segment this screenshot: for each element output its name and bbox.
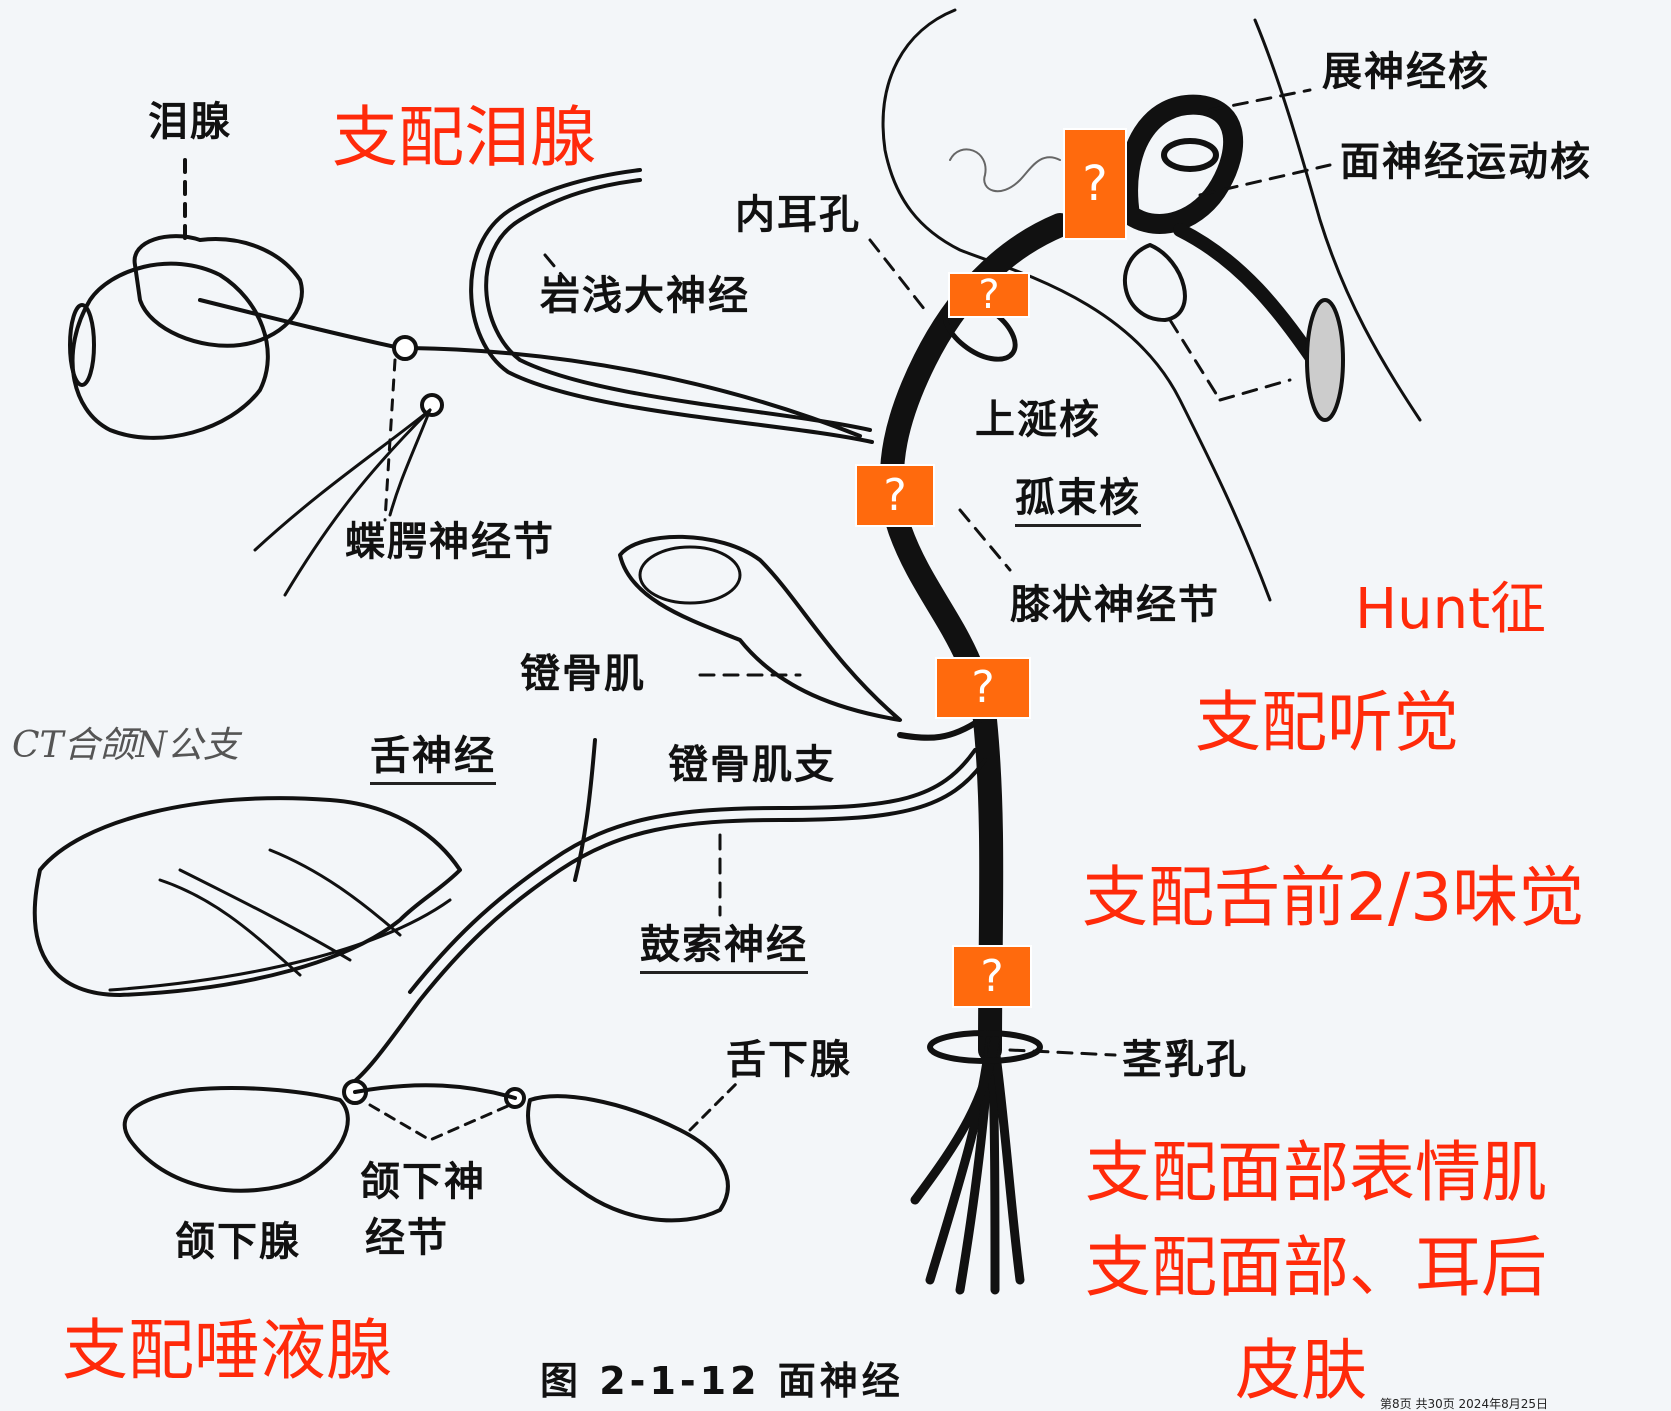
label-solitary-nucleus: 孤束核 (1015, 478, 1141, 527)
solitary-tract (1173, 223, 1327, 377)
label-abducens-nucleus: 展神经核 (1322, 49, 1490, 95)
diagram-ink (32, 8, 1422, 1295)
lingual-nerve-path (573, 738, 597, 882)
question-box-5[interactable]: ? (952, 945, 1032, 1008)
label-geniculate-ganglion: 膝状神经节 (1010, 582, 1220, 628)
question-box-3[interactable]: ? (855, 464, 935, 527)
label-submandibular-ganglion-line1: 颌下神 (360, 1159, 486, 1205)
label-internal-acoustic-pore: 内耳孔 (735, 192, 861, 238)
facial-motor-nucleus-shape (1118, 94, 1243, 234)
label-facial-motor-nucleus: 面神经运动核 (1340, 139, 1592, 185)
tongue-shape (32, 796, 462, 997)
lacrimal-gland-shape (132, 234, 304, 348)
ganglion-knot-2 (420, 393, 444, 417)
question-box-4[interactable]: ? (935, 657, 1031, 719)
handwritten-scribble (949, 148, 1061, 193)
question-box-2[interactable]: ? (948, 272, 1030, 318)
gland-connection (353, 1083, 517, 1100)
label-greater-petrosal-nerve: 岩浅大神经 (540, 273, 750, 319)
facial-nerve-trunk (879, 213, 1072, 1062)
label-submandibular-gland: 颌下腺 (175, 1219, 301, 1265)
label-lingual-nerve: 舌神经 (370, 736, 496, 785)
solitary-nucleus-shape (1305, 298, 1345, 422)
leader-lines (543, 88, 1332, 1057)
ganglion-dashed-links (368, 1103, 512, 1142)
greater-petrosal-nerve-path (408, 168, 874, 444)
label-superior-salivatory-nucleus: 上涎核 (975, 397, 1101, 443)
tongue-branches (108, 848, 452, 992)
stylomastoid-foramen-ring (927, 1030, 1043, 1064)
superior-salivatory-nucleus-shape (1123, 243, 1187, 322)
stapedius-branch-path (897, 717, 983, 741)
label-chorda-tympani: 鼓索神经 (640, 925, 808, 974)
annotation-lacrimal: 支配泪腺 (332, 99, 596, 176)
question-box-1[interactable]: ? (1063, 128, 1127, 240)
stapedius-muscle-shape (618, 534, 902, 722)
label-stapedius: 镫骨肌 (520, 651, 646, 697)
pterygopalatine-ganglion-knot (392, 335, 418, 361)
label-stapedius-branch: 镫骨肌支 (668, 742, 836, 788)
sublingual-gland-shape (526, 1094, 730, 1223)
annotation-skin-line2: 皮肤 (1235, 1332, 1367, 1409)
figure-caption: 图 2-1-12 面神经 (540, 1359, 904, 1403)
handwritten-note: CT合颌N公支 (12, 725, 240, 766)
slide-footer: 第8页 共30页 2024年8月25日 (1380, 1397, 1548, 1411)
lacrimal-branch (198, 298, 402, 350)
label-stylomastoid-foramen: 茎乳孔 (1122, 1037, 1248, 1083)
annotation-skin-line1: 支配面部、耳后 (1085, 1229, 1547, 1306)
annotation-hunt-sign: Hunt征 (1355, 577, 1547, 642)
brainstem-outline-right (1253, 18, 1422, 422)
ganglion-dashed-link (383, 358, 397, 522)
exit-fibers (910, 1035, 1025, 1295)
annotation-hearing: 支配听觉 (1195, 684, 1459, 761)
annotation-salivary: 支配唾液腺 (62, 1312, 392, 1389)
label-sublingual-gland: 舌下腺 (726, 1037, 852, 1083)
annotation-facial-expression: 支配面部表情肌 (1085, 1134, 1547, 1211)
brainstem-outline (881, 8, 1272, 602)
submandibular-gland-shape (122, 1086, 350, 1193)
annotation-taste: 支配舌前2/3味觉 (1082, 859, 1585, 936)
label-pterygopalatine-ganglion: 蝶腭神经节 (345, 519, 555, 565)
label-lacrimal-gland: 泪腺 (148, 99, 232, 145)
label-submandibular-ganglion-line2: 经节 (365, 1215, 449, 1261)
eye-shape (68, 261, 270, 440)
chorda-tympani-path (348, 748, 987, 1087)
sublingual-dashed-link (688, 1078, 742, 1132)
stapedius-inner (638, 545, 742, 605)
pterygopalatine-branches (253, 408, 432, 597)
